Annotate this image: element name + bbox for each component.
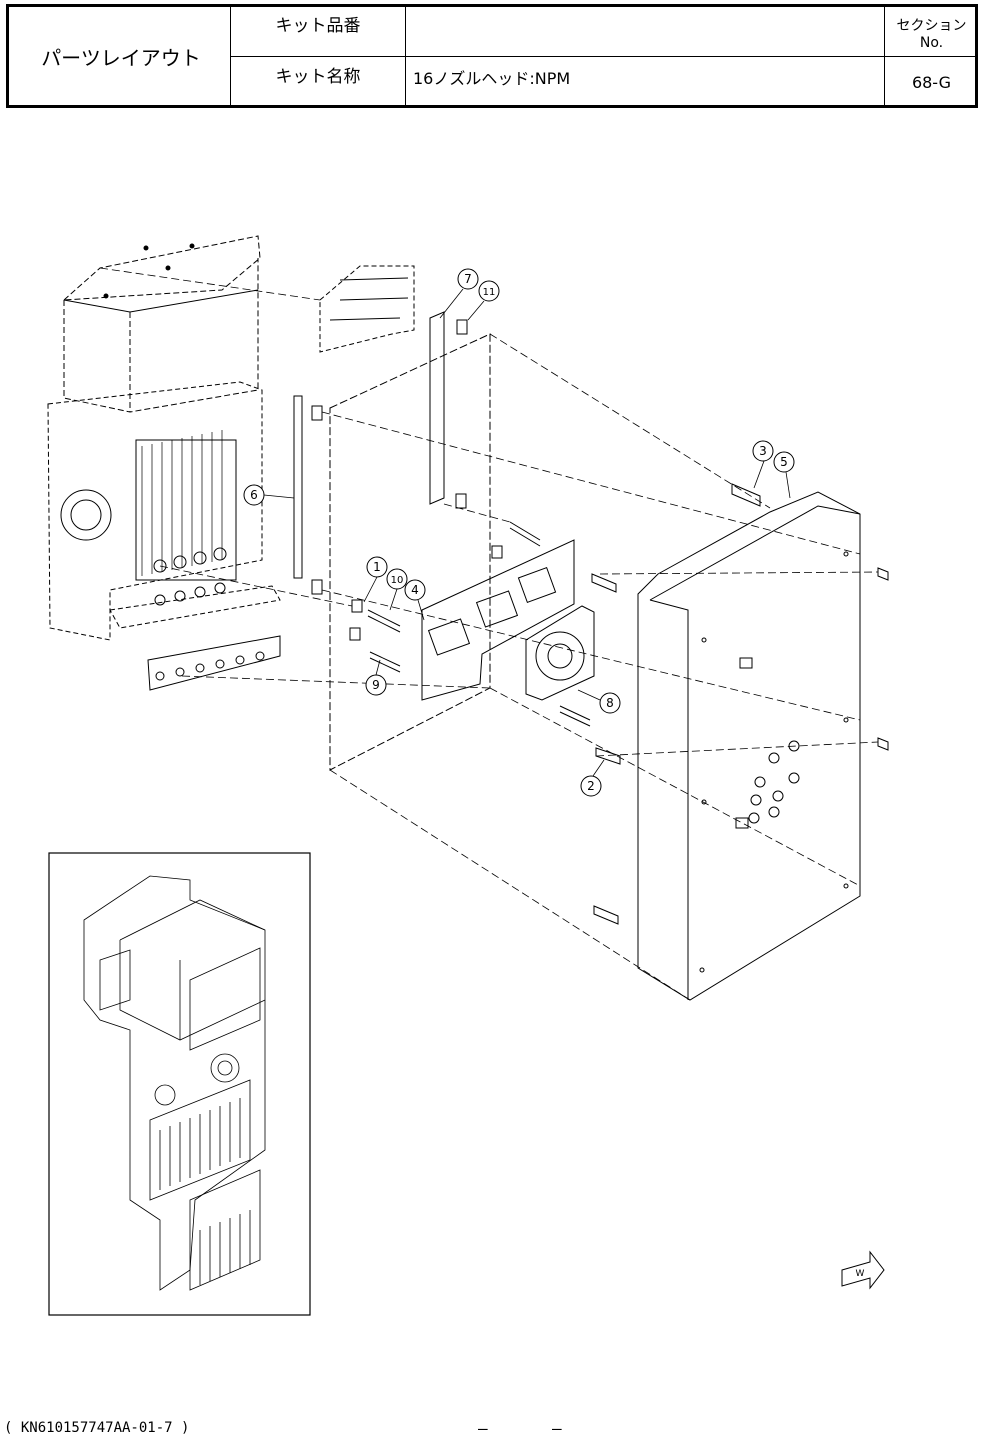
callout-2-label: 2: [587, 779, 595, 793]
page-dash-left: –: [478, 1419, 488, 1438]
callout-8-label: 8: [606, 696, 614, 710]
callout-5-label: 5: [780, 455, 788, 469]
view-arrow-label: W: [856, 1269, 865, 1279]
callout-6-label: 6: [250, 488, 258, 502]
assembly-lines: [100, 268, 878, 1000]
callout-7-label: 7: [464, 272, 472, 286]
callout-4-label: 4: [411, 583, 419, 597]
view-arrow-w: W: [842, 1252, 884, 1288]
control-box: [638, 492, 860, 1000]
callout-3-label: 3: [759, 444, 767, 458]
page-dash-right: –: [552, 1419, 562, 1438]
inset-view: [49, 853, 310, 1315]
callout-11-label: 11: [483, 287, 496, 298]
bar-part-6: [294, 396, 322, 594]
callout-1-label: 1: [373, 560, 381, 574]
callout-10-label: 10: [391, 575, 404, 586]
bracket-top: [320, 266, 414, 352]
document-id: ( KN610157747AA-01-7 ): [4, 1420, 189, 1436]
bar-part-7: [430, 312, 467, 508]
cover-plate: [330, 334, 490, 770]
head-assembly: [48, 236, 280, 690]
callout-9-label: 9: [372, 678, 380, 692]
